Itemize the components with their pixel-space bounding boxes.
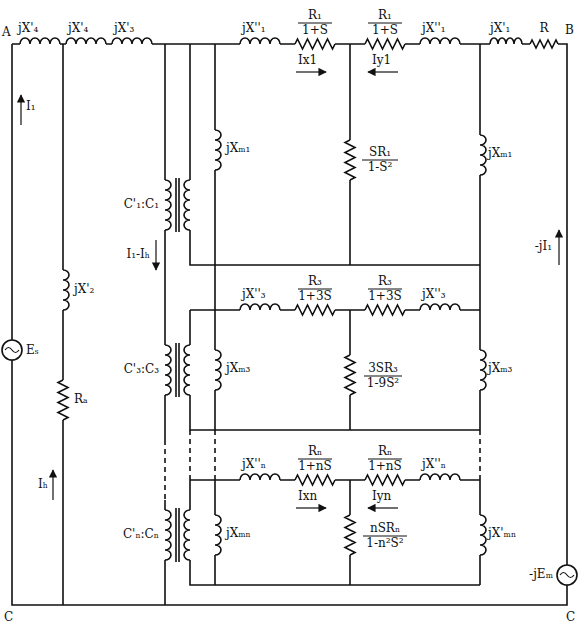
circuit-label: 1-S² [368,161,393,174]
transformer-core [176,178,179,562]
branch-wire [215,44,480,310]
inductor-symbol [240,304,460,480]
resistor-symbol [58,140,355,555]
circuit-label: C [4,611,13,624]
circuit-label: Ixn [298,490,317,503]
circuit-label: jX'₄ [68,22,88,35]
circuit-label: 1-9S² [367,377,399,390]
current-arrow [296,71,326,72]
voltage-source [557,565,577,585]
branch-wire [190,310,480,430]
circuit-label: jX'₄ [18,22,38,35]
circuit-label: -jI₁ [535,240,552,253]
transformer-symbol [184,180,190,560]
circuit-label: 1+S [372,24,398,37]
circuit-label: C'ₙ:Cₙ [123,528,159,541]
circuit-label: Iy1 [372,54,391,67]
source-tilde [5,348,19,353]
circuit-label: jX'ₘₙ [488,527,516,540]
circuit-label: A [2,26,11,39]
voltage-source [2,340,22,360]
circuit-label: Rₙ [378,445,392,458]
source-tilde [560,573,574,578]
circuit-label: jXₘₙ [226,527,251,540]
primary-dashed-wire [164,440,166,500]
circuit-label: R₁ [378,9,392,22]
circuit-label: 1-n²S² [366,537,403,550]
circuit-label: C'₃:C₃ [124,363,159,376]
circuit-label: jX'₂ [74,283,94,296]
circuit-label: 1+nS [368,460,402,473]
circuit-label: jX''ₙ [242,458,266,471]
current-arrow [368,507,398,508]
circuit-label: Rₙ [308,445,322,458]
main-wire [12,44,567,605]
circuit-label: jX'₃ [114,22,134,35]
primary-wire [164,44,166,605]
tap-wire [62,44,64,605]
branch-wire [190,480,480,585]
circuit-label: Eₛ [26,344,39,357]
circuit-label: jX'₁ [490,22,510,35]
resistor-symbol [295,39,558,485]
circuit-label: nSRₙ [370,522,400,535]
circuit-label: jXₘ₁ [226,142,250,155]
circuit-label: Iₕ [38,478,48,491]
circuit-label: C'₁:C₁ [124,198,159,211]
circuit-label: jX''₁ [422,22,446,35]
current-arrow [155,240,156,270]
circuit-label: R₁ [308,9,322,22]
circuit-label: jX''ₙ [422,458,446,471]
circuit-label: jX''₃ [242,288,266,301]
fraction-bar [298,23,407,536]
circuit-label: I₁ [26,100,36,113]
current-arrow [368,71,398,72]
circuit-label: 1+3S [298,290,332,303]
circuit-label: Ix1 [298,54,317,67]
circuit-label: jXₘ₁ [488,147,512,160]
circuit-label: jX''₁ [242,22,266,35]
circuit-label: jX''₃ [422,288,446,301]
circuit-label: B [565,24,574,37]
secondary-wire [190,44,480,585]
inductor-symbol [63,130,486,555]
circuit-label: Iyn [372,490,391,503]
circuit-label: -jEₘ [529,568,553,581]
current-arrow [20,95,21,125]
circuit-label: I₁-Iₕ [126,248,150,261]
inductor-symbol [20,38,522,44]
current-arrow [296,507,326,508]
circuit-label: SR₁ [369,146,391,159]
circuit-label: R₃ [308,275,322,288]
circuit-label: R [539,22,548,35]
current-arrow [558,230,559,265]
branch-dashed-wire [190,430,480,480]
circuit-label: jXₘ₃ [488,362,512,375]
transformer-symbol [165,180,171,560]
circuit-label: Rₐ [74,393,88,406]
circuit-label: 1+nS [298,460,332,473]
current-arrow [52,470,53,500]
circuit-label: 1+S [302,24,328,37]
circuit-label: jXₘ₃ [226,362,250,375]
circuit-label: R₃ [378,275,392,288]
circuit-label: 3SR₃ [368,362,398,375]
circuit-label: C [566,611,575,624]
circuit-label: 1+3S [368,290,402,303]
